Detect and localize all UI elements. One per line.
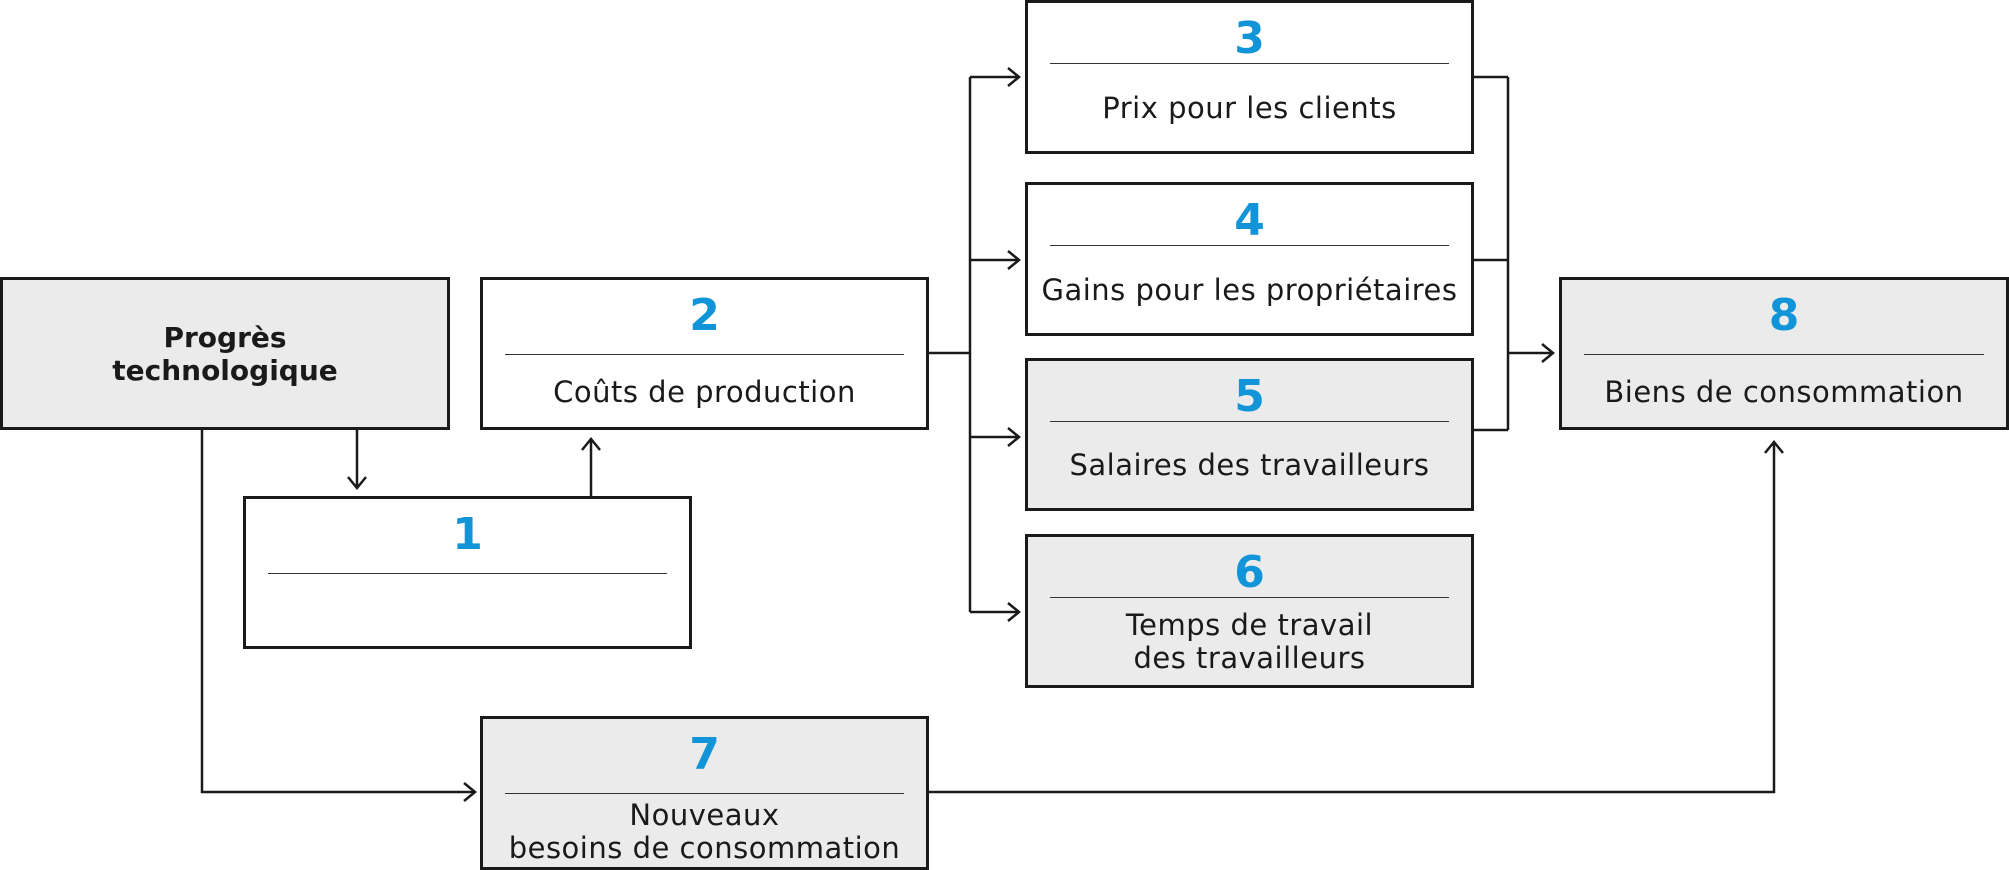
box-4-divider — [1050, 245, 1449, 246]
box-8: 8 Biens de consommation — [1559, 277, 2009, 430]
arrowhead-trunk-to-5 — [1007, 427, 1021, 447]
arrowhead-7-to-8 — [1764, 440, 1784, 454]
arrowhead-collector-to-8 — [1541, 343, 1555, 363]
arrowhead-start-to-1 — [347, 476, 367, 490]
arrow-start-to-7 — [200, 430, 474, 794]
box-5: 5 Salaires des travailleurs — [1025, 358, 1474, 511]
box-6-label: Temps de travail des travailleurs — [1125, 608, 1374, 675]
box-8-label: Biens de consommation — [1604, 375, 1964, 409]
box-6: 6 Temps de travail des travailleurs — [1025, 534, 1474, 688]
box-4-label: Gains pour les propriétaires — [1041, 272, 1458, 307]
box-7-number: 7 — [689, 729, 720, 780]
box-2-number: 2 — [689, 290, 720, 341]
box-4-number: 4 — [1234, 195, 1265, 246]
arrowhead-1-to-2 — [581, 437, 601, 451]
arrowhead-start-to-7 — [463, 782, 477, 802]
box-7-label: Nouveaux besoins de consommation — [508, 798, 901, 865]
box-5-divider — [1050, 421, 1449, 422]
box-3-number: 3 — [1234, 13, 1265, 64]
box-2-label: Coûts de production — [553, 375, 856, 409]
box-8-divider — [1584, 354, 1984, 355]
start-box-progres: Progrès technologique — [0, 277, 450, 430]
box-1-divider — [268, 573, 667, 574]
arrowhead-trunk-to-3 — [1007, 67, 1021, 87]
box-7: 7 Nouveaux besoins de consommation — [480, 716, 929, 870]
box-6-divider — [1050, 597, 1449, 598]
arrow-7-to-8 — [928, 443, 1776, 794]
box-6-number: 6 — [1234, 547, 1265, 598]
box-5-label: Salaires des travailleurs — [1069, 448, 1430, 482]
arrowhead-trunk-to-4 — [1007, 250, 1021, 270]
box-7-divider — [505, 793, 904, 794]
box-3: 3 Prix pour les clients — [1025, 0, 1474, 154]
box-1-label — [254, 581, 681, 642]
box-8-number: 8 — [1768, 290, 1800, 341]
box-2: 2 Coûts de production — [480, 277, 929, 430]
arrowhead-trunk-to-6 — [1007, 602, 1021, 622]
box-5-number: 5 — [1234, 371, 1265, 422]
box-1: 1 — [243, 496, 692, 649]
box-1-number: 1 — [452, 509, 483, 560]
box-4: 4 Gains pour les propriétaires — [1025, 182, 1474, 336]
box-2-divider — [505, 354, 904, 355]
start-box-title: Progrès technologique — [112, 320, 338, 387]
box-3-divider — [1050, 63, 1449, 64]
box-3-label: Prix pour les clients — [1102, 90, 1397, 125]
